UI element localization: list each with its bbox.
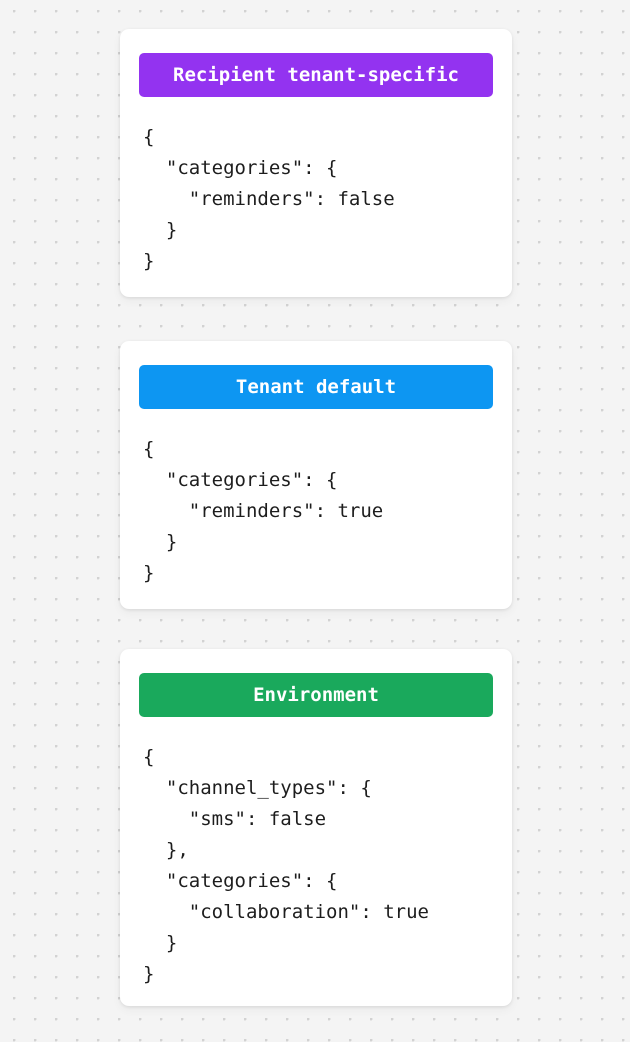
- card-badge-tenant-default: Tenant default: [139, 365, 493, 409]
- json-body-tenant-default: { "categories": { "reminders": true } }: [143, 438, 384, 584]
- json-body-environment: { "channel_types": { "sms": false }, "ca…: [143, 746, 429, 985]
- card-tenant-default[interactable]: Tenant default { "categories": { "remind…: [120, 341, 512, 609]
- card-environment[interactable]: Environment { "channel_types": { "sms": …: [120, 649, 512, 1006]
- card-badge-environment: Environment: [139, 673, 493, 717]
- json-body-recipient-tenant-specific: { "categories": { "reminders": false } }: [143, 126, 395, 272]
- card-badge-recipient-tenant-specific: Recipient tenant-specific: [139, 53, 493, 97]
- card-recipient-tenant-specific[interactable]: Recipient tenant-specific { "categories"…: [120, 29, 512, 297]
